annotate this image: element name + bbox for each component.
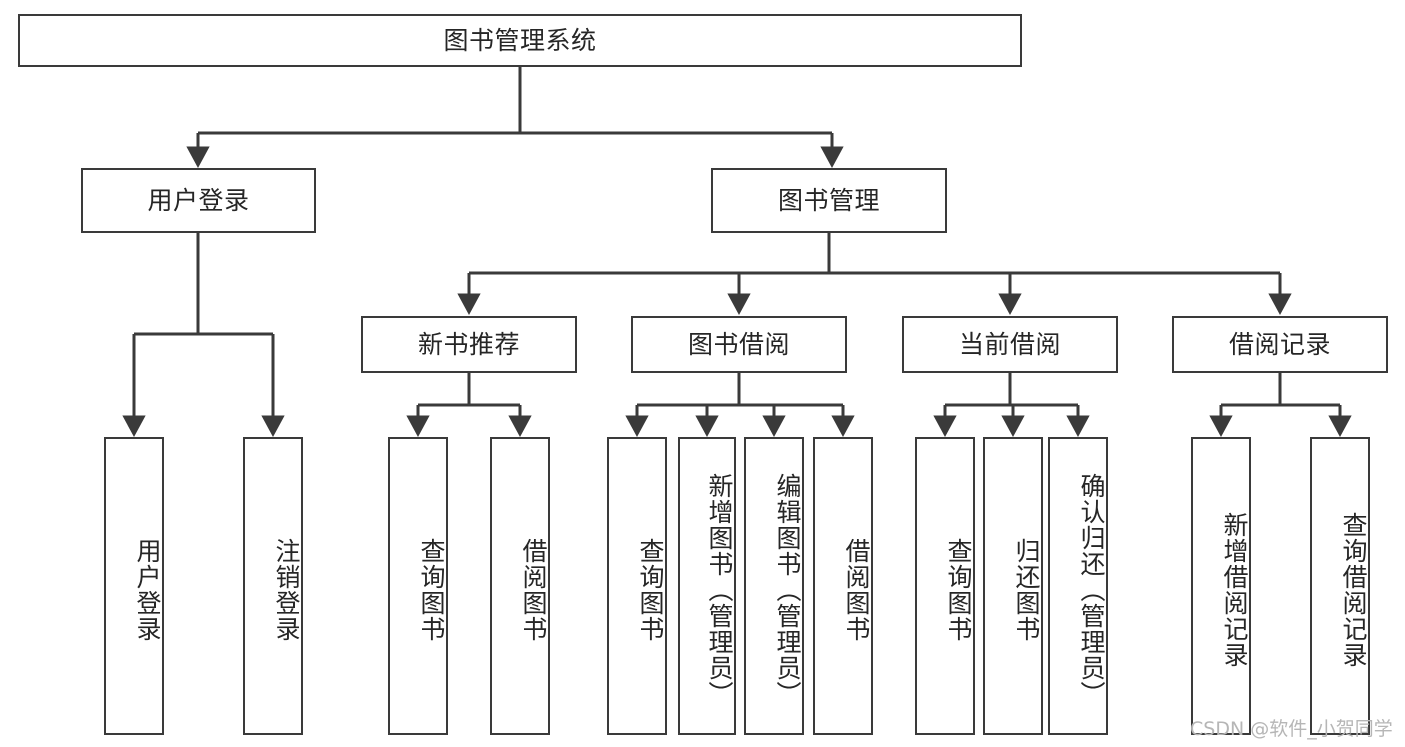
node-label: 查询借阅记录 (1339, 512, 1368, 668)
node-label: 新增借阅记录 (1220, 512, 1249, 668)
leaf-query-borrow-record[interactable]: 查询借阅记录 (1310, 437, 1370, 735)
node-label: 查询图书 (944, 538, 973, 642)
node-label: 归还图书 (1012, 538, 1041, 642)
node-label: 图书管理系统 (443, 25, 597, 55)
node-label: 新书推荐 (417, 329, 520, 359)
leaf-query-book-borrow[interactable]: 查询图书 (607, 437, 667, 735)
leaf-query-book-current[interactable]: 查询图书 (915, 437, 975, 735)
node-label: 新增图书（管理员） (705, 473, 734, 707)
leaf-borrow-book[interactable]: 借阅图书 (813, 437, 873, 735)
node-label: 用户登录 (133, 538, 162, 642)
node-label: 借阅图书 (519, 538, 548, 642)
node-label: 确认归还（管理员） (1077, 473, 1106, 707)
node-label: 查询图书 (417, 538, 446, 642)
leaf-logout-login[interactable]: 注销登录 (243, 437, 303, 735)
node-label: 借阅图书 (842, 538, 871, 642)
node-book-management[interactable]: 图书管理 (711, 168, 947, 233)
leaf-borrow-book-recommend[interactable]: 借阅图书 (490, 437, 550, 735)
node-label: 当前借阅 (958, 329, 1061, 359)
node-label: 注销登录 (272, 538, 301, 642)
node-label: 编辑图书（管理员） (773, 473, 802, 707)
leaf-add-borrow-record[interactable]: 新增借阅记录 (1191, 437, 1251, 735)
node-label: 用户登录 (147, 185, 250, 215)
node-book-borrowing[interactable]: 图书借阅 (631, 316, 847, 373)
node-new-book-recommendation[interactable]: 新书推荐 (361, 316, 577, 373)
node-label: 图书管理 (777, 185, 880, 215)
leaf-confirm-return-admin[interactable]: 确认归还（管理员） (1048, 437, 1108, 735)
leaf-query-book-recommend[interactable]: 查询图书 (388, 437, 448, 735)
node-label: 借阅记录 (1228, 329, 1331, 359)
node-borrowing-record[interactable]: 借阅记录 (1172, 316, 1388, 373)
node-label: 查询图书 (636, 538, 665, 642)
node-current-borrowing[interactable]: 当前借阅 (902, 316, 1118, 373)
leaf-return-book[interactable]: 归还图书 (983, 437, 1043, 735)
leaf-user-login[interactable]: 用户登录 (104, 437, 164, 735)
node-user-login[interactable]: 用户登录 (81, 168, 316, 233)
node-label: 图书借阅 (687, 329, 790, 359)
leaf-add-book-admin[interactable]: 新增图书（管理员） (678, 437, 736, 735)
leaf-edit-book-admin[interactable]: 编辑图书（管理员） (744, 437, 804, 735)
node-book-management-system[interactable]: 图书管理系统 (18, 14, 1022, 67)
